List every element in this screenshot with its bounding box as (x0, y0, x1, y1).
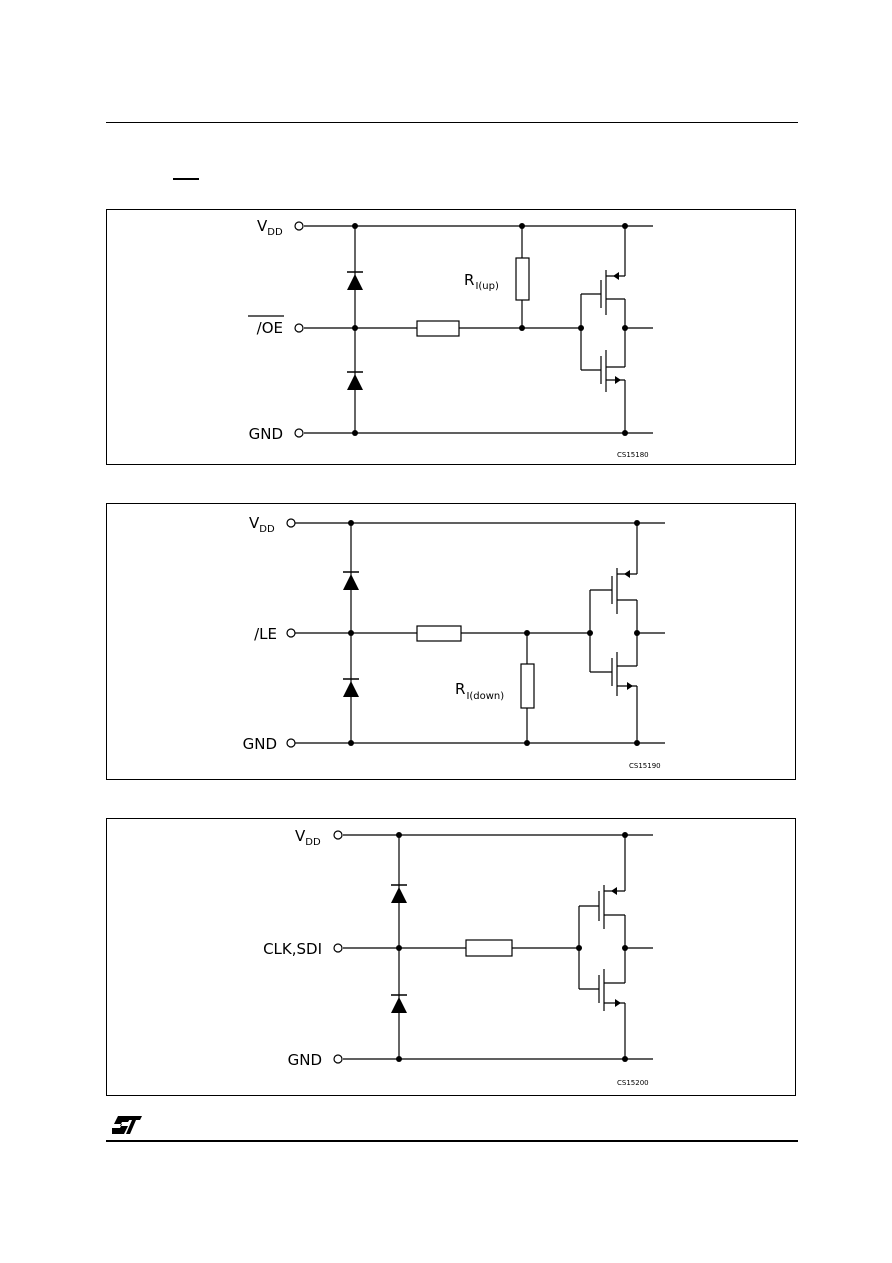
diode-lower (343, 681, 359, 697)
gnd-terminal (333, 1054, 343, 1064)
diode-upper (343, 574, 359, 590)
vdd-terminal (286, 518, 296, 528)
figure-code: CS15180 (617, 451, 649, 459)
input-label: CLK,SDI (263, 940, 322, 958)
resistor-series (465, 939, 513, 957)
resistor-label: RI(up) (464, 271, 499, 292)
resistor-series (416, 320, 460, 337)
resistor-series (416, 625, 462, 642)
title-overline-mark (173, 178, 199, 180)
figure-code: CS15190 (629, 762, 661, 770)
figure-code: CS15200 (617, 1079, 649, 1087)
circuit-clk-sdi: VDD CLK,SDI GND CS15200 (263, 827, 653, 1087)
vdd-label: VDD (249, 514, 275, 535)
diagram-panel-clk-sdi: VDD CLK,SDI GND CS15200 (106, 818, 796, 1096)
diode-upper (347, 274, 363, 290)
gnd-label: GND (249, 425, 283, 443)
input-terminal (286, 628, 296, 638)
diagram-panel-le: VDD /LE GND RI(down) CS15190 (106, 503, 796, 780)
header-rule (106, 122, 798, 123)
input-terminal (294, 323, 304, 333)
vdd-label: VDD (295, 827, 321, 848)
gnd-terminal (294, 428, 304, 438)
input-terminal (333, 943, 343, 953)
resistor-pullup (515, 257, 530, 301)
gnd-terminal (286, 738, 296, 748)
diagram-panel-oe: VDD /OE GND RI(up) CS15180 (106, 209, 796, 465)
diode-upper (391, 887, 407, 903)
vdd-label: VDD (257, 217, 283, 238)
footer-rule (106, 1140, 798, 1142)
diode-lower (347, 374, 363, 390)
gnd-label: GND (288, 1051, 322, 1069)
gnd-label: GND (243, 735, 277, 753)
circuit-le: VDD /LE GND RI(down) CS15190 (243, 514, 665, 770)
st-logo-icon (112, 1116, 142, 1134)
diode-lower (391, 997, 407, 1013)
resistor-pulldown (520, 663, 535, 709)
circuit-oe: VDD /OE GND RI(up) CS15180 (248, 217, 653, 459)
vdd-terminal (294, 221, 304, 231)
input-label: /LE (254, 625, 277, 643)
input-label: /OE (257, 319, 283, 337)
vdd-terminal (333, 830, 343, 840)
resistor-label: RI(down) (455, 680, 504, 702)
